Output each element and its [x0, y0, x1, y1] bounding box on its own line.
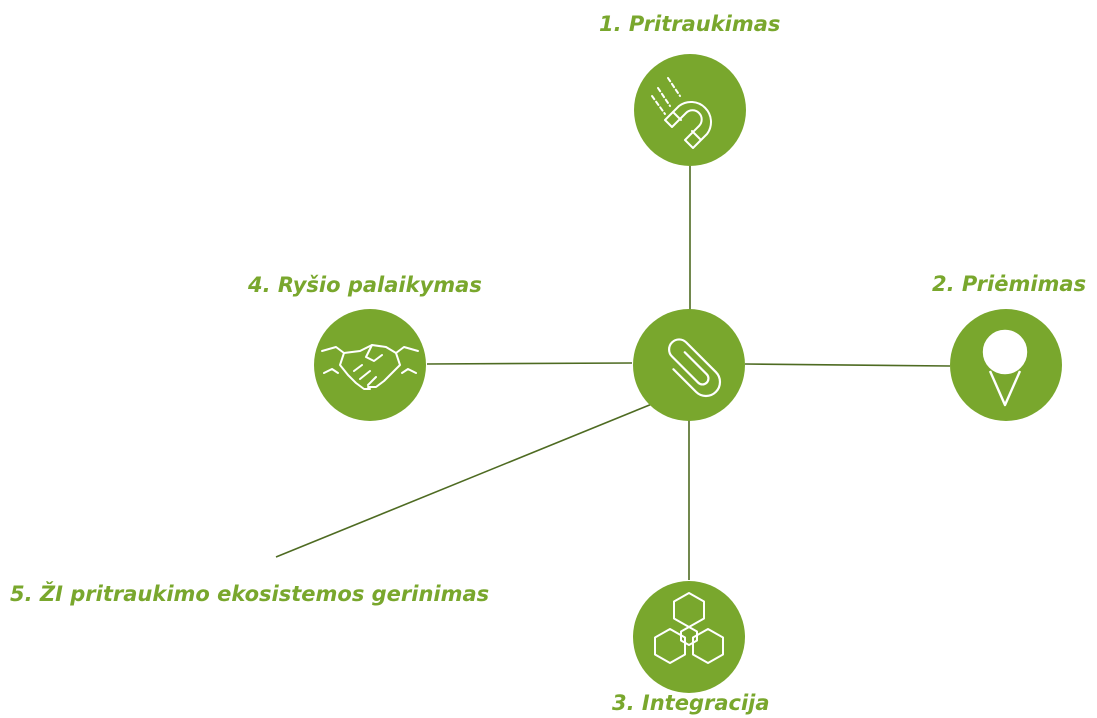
center-node	[633, 309, 745, 421]
step-3-label: 3. Integracija	[612, 691, 770, 715]
step-2-label: 2. Priėmimas	[932, 272, 1087, 296]
step-3-node	[633, 581, 745, 693]
step-5-label: 5. ŽI pritraukimo ekosistemos gerinimas	[10, 582, 490, 606]
hexagon-cluster-icon	[654, 592, 724, 664]
magnet-icon	[651, 77, 712, 149]
step-4-label: 4. Ryšio palaikymas	[248, 273, 482, 297]
connector-line-5	[275, 403, 653, 558]
handshake-icon	[321, 344, 419, 390]
location-pin-icon	[982, 329, 1028, 407]
connector-line-2	[744, 363, 951, 367]
step-1-node	[634, 54, 746, 166]
step-1-label: 1. Pritraukimas	[599, 12, 781, 36]
connector-line-4	[426, 362, 633, 365]
step-4-node	[314, 309, 426, 421]
step-2-node	[950, 309, 1062, 421]
paperclip-icon	[668, 338, 722, 398]
